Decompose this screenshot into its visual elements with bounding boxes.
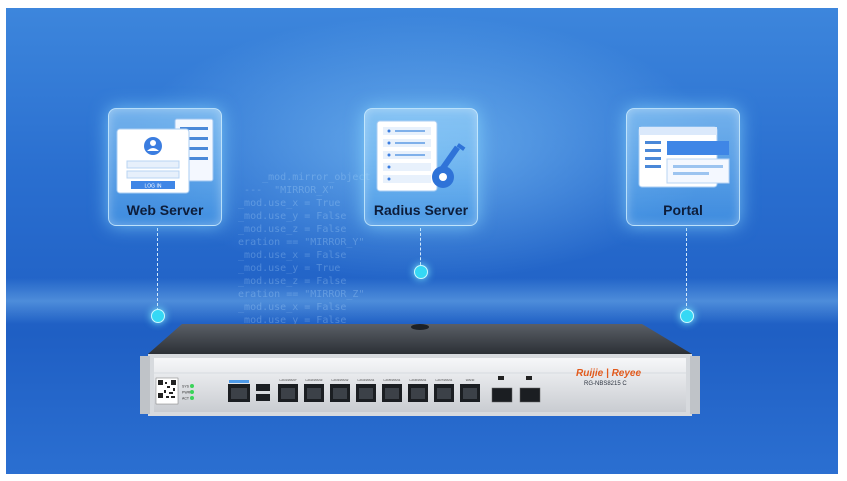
led-label-2: PWR — [182, 391, 191, 395]
port-label: LAN3/WAN2 — [332, 378, 349, 382]
radius-server-connector — [420, 228, 421, 270]
led-label-1: SYS — [182, 385, 190, 389]
server-key-icon — [376, 120, 466, 192]
led-label-3: ACT — [182, 397, 190, 401]
port-label: LAN6/WAN1 — [410, 378, 427, 382]
login-button-text: LOG IN — [145, 184, 162, 190]
background-code: _mod.mirror_object --- "MIRROR_X" _mod.u… — [238, 172, 371, 326]
login-window-icon: LOG IN — [116, 118, 214, 194]
radius-server-label: Radius Server — [373, 202, 469, 218]
ethernet-port-socket — [333, 388, 347, 399]
port-label: LAN5/WAN1 — [384, 378, 401, 382]
ethernet-port-socket — [307, 388, 321, 399]
ethernet-port-socket — [385, 388, 399, 399]
portal-page-icon — [638, 126, 730, 188]
ethernet-port-socket — [359, 388, 373, 399]
web-server-connector — [157, 228, 158, 316]
web-server-card: LOG IN Web Server — [108, 108, 222, 226]
port-label: LAN7/WAN1 — [436, 378, 453, 382]
port-label: LAN4/WAN1 — [358, 378, 375, 382]
ethernet-port-socket — [411, 388, 425, 399]
ethernet-port-socket — [463, 388, 477, 399]
portal-card: Portal — [626, 108, 740, 226]
ethernet-ports: LAN1/WAN? LAN2/WAN3 LAN3/WAN2 LAN4/WAN1 LAN5… — [278, 378, 480, 402]
port-label: LAN1/WAN? — [280, 378, 297, 382]
portal-node — [680, 309, 694, 323]
port-label: WAN0 — [466, 378, 475, 382]
radius-server-node — [414, 265, 428, 279]
ethernet-port-socket — [437, 388, 451, 399]
model-label: RG-NBS8215 C — [584, 381, 627, 387]
web-server-label: Web Server — [126, 202, 204, 218]
port-label: LAN2/WAN3 — [306, 378, 323, 382]
ethernet-port-socket — [281, 388, 295, 399]
portal-label: Portal — [663, 202, 703, 218]
light-band — [6, 278, 838, 324]
brand-logo: Ruijie | Reyee — [576, 368, 642, 379]
web-server-node — [151, 309, 165, 323]
radius-server-card: Radius Server — [364, 108, 478, 226]
portal-connector — [686, 228, 687, 316]
